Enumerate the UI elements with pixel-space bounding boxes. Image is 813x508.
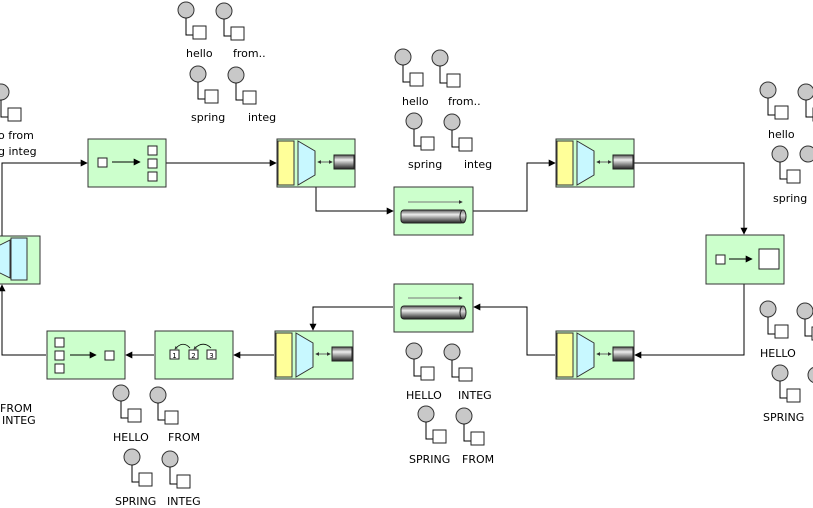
flow-channel-to-service-bottom [309,306,393,331]
gateway-adapter-icon [556,140,634,186]
message-token-icon [797,83,813,122]
message-token-icon [771,364,801,403]
service-activator-top-1 [276,138,356,188]
message-label: hello [768,128,795,141]
flow-service-to-channel [315,187,394,215]
aggregator [46,330,126,380]
message-token-icon [161,450,191,489]
service-activator-bottom-1 [555,330,635,380]
input-caption-line1: o from [0,129,34,142]
message-token-icon [227,66,257,105]
message-token-icon [759,81,789,120]
message-label: spring [408,158,442,171]
message-token-icon [799,145,813,163]
input-caption-line2: g integ [0,145,37,158]
flow-service-to-transformer [634,162,748,235]
message-token-icon [215,2,245,41]
message-token-icon [177,1,207,40]
message-token-icon [112,384,142,423]
resequencer-icon: 1 2 3 [169,343,217,360]
message-token-icon [771,145,801,184]
message-label: SPRING [763,411,804,424]
message-label: INTEG [167,495,201,508]
message-token-icon [149,386,179,425]
message-label: FROM [168,431,200,444]
splitter-icon [97,145,158,182]
message-label: hello [186,47,213,60]
flow-transformer-to-service [634,284,745,359]
flow-output-to-gateway [0,284,46,356]
message-token-icon [405,112,435,151]
transformer-icon [715,248,780,270]
inbound-gateway [0,235,41,285]
flow-gateway-to-splitter [1,159,88,236]
message-label: SPRING [115,495,156,508]
message-label: from.. [448,95,481,108]
message-token-icon [796,302,813,341]
gateway-adapter-icon [275,332,353,378]
flow-connections [0,159,748,359]
resequencer: 1 2 3 [154,330,234,380]
message-label: HELLO [113,431,149,444]
message-label: HELLO [406,389,442,402]
aggregator-icon [54,337,115,374]
message-token-icon [417,405,447,444]
message-token-icon [123,448,153,487]
transformer [705,234,785,285]
message-label: INTEG [458,389,492,402]
output-caption-line2: INTEG [2,414,36,427]
message-label: integ [248,111,276,124]
resequencer-digit: 1 [172,352,176,360]
message-token-icon [759,300,789,339]
message-label: HELLO [760,347,796,360]
gateway-adapter-icon [556,332,634,378]
output-caption-line1: FROM [0,402,32,415]
resequencer-digit: 3 [209,352,213,360]
message-label: integ [464,158,492,171]
message-label: spring [191,111,225,124]
message-token-icon [0,83,22,122]
flow-service-to-channel-bottom [473,303,555,356]
resequencer-digit: 2 [191,352,195,360]
message-token-icon [394,48,424,87]
gateway-adapter-icon [277,140,355,186]
message-token-icon [443,343,473,382]
message-token-icon [455,407,485,446]
message-label: SPRING [409,453,450,466]
message-token-icon [405,342,435,381]
message-label: hello [402,95,429,108]
service-activator-bottom-2 [274,330,354,380]
flow-channel-to-service [473,159,556,212]
message-token-icon [431,49,461,88]
channel-pipe-icon [400,200,467,224]
message-channel-top [393,186,474,236]
message-channel-bottom [393,283,474,333]
service-activator-top-2 [555,138,635,188]
message-label: FROM [462,453,494,466]
message-token-icon [443,113,473,152]
message-label: from.. [233,47,266,60]
splitter [87,138,167,188]
message-token-icon [807,367,813,383]
channel-pipe-icon [400,296,467,320]
gateway-adapter-icon [0,237,28,281]
message-label: spring [773,192,807,205]
message-token-icon [189,65,219,104]
